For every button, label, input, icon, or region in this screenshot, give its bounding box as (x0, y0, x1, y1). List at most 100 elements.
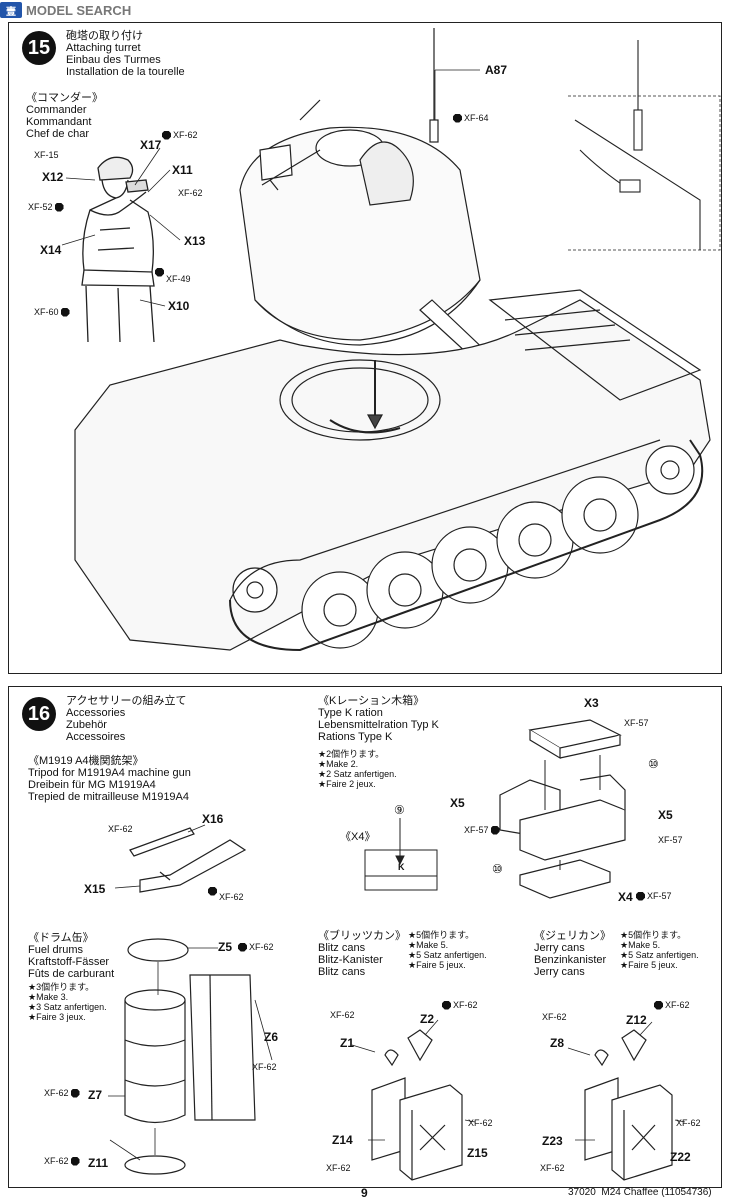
title-en: Accessories (66, 707, 126, 719)
paint-xf57-x5-right: XF-57 (658, 835, 683, 845)
site-watermark: 壹 MODEL SEARCH (0, 0, 131, 20)
x4-k-mark: K (398, 862, 405, 872)
part-x11: X11 (172, 163, 193, 177)
part-z6: Z6 (264, 1030, 279, 1044)
x4-detail-heading: 《X4》 (340, 831, 376, 843)
paint-code: XF-49 (166, 274, 191, 284)
callout-10-top: ⑩ (648, 757, 659, 771)
step-16-title: アクセサリーの組み立て Accessories Zubehör Accessoi… (66, 695, 186, 743)
tripod-de: Dreibein für MG M1919A4 (28, 779, 156, 791)
paint-code: XF-62 (108, 824, 133, 834)
paint-xf62-z15: XF-62 (468, 1118, 493, 1128)
paint-code: XF-52 (28, 202, 53, 212)
paint-dot-icon (70, 1088, 80, 1098)
part-x5-right: X5 (658, 808, 673, 822)
note-fr: ★Faire 5 jeux. (620, 960, 678, 970)
jerry-fr: Jerry cans (534, 966, 585, 978)
note-en: ★Make 5. (408, 940, 449, 950)
tripod-en: Tripod for M1919A4 machine gun (28, 767, 191, 779)
paint-code: XF-62 (219, 892, 244, 902)
drums-ja: 《ドラム缶》 (28, 932, 94, 944)
title-ja: 砲塔の取り付け (66, 30, 143, 42)
part-z12: Z12 (626, 1013, 647, 1027)
paint-xf57-x5-left: XF-57 (464, 825, 500, 835)
step-16-number: 16 (22, 697, 56, 731)
part-z7: Z7 (88, 1088, 103, 1102)
paint-xf62-blitz-left: XF-62 (330, 1010, 355, 1020)
paint-code: XF-57 (647, 891, 672, 901)
paint-xf60: XF-60 (34, 307, 70, 317)
drums-en: Fuel drums (28, 944, 84, 956)
part-z5: Z5 (218, 940, 233, 954)
tripod-fr: Trepied de mitrailleuse M1919A4 (28, 791, 190, 803)
jerry-en: Jerry cans (534, 942, 585, 954)
part-z2: Z2 (420, 1012, 435, 1026)
part-z22: Z22 (670, 1150, 691, 1164)
paint-xf62-z7: XF-62 (44, 1088, 80, 1098)
paint-dot-icon (453, 113, 462, 123)
paint-dot-icon (490, 825, 500, 835)
footer-product-code: 37020 M24 Chaffee (11054736) (568, 1187, 712, 1198)
blitz-make-note: ★5個作ります。 ★Make 5. ★5 Satz anfertigen. ★F… (408, 930, 487, 970)
paint-xf57-x4: XF-57 (636, 891, 672, 901)
commander-leader-lines (61, 69, 480, 307)
blitz-ja: 《ブリッツカン》 (318, 930, 406, 942)
part-z15: Z15 (467, 1146, 488, 1160)
paint-xf15: XF-15 (34, 150, 59, 160)
part-x4: X4 (618, 890, 633, 904)
paint-xf57-x3: XF-57 (624, 718, 649, 728)
site-watermark-text: MODEL SEARCH (26, 2, 132, 18)
paint-xf62-z12: XF-62 (654, 1000, 690, 1010)
kration-heading: 《Kレーション木箱》 Type K ration Lebensmittelrat… (318, 695, 439, 743)
paint-code: XF-62 (665, 1000, 690, 1010)
commander-ja: 《コマンダー》 (26, 92, 103, 104)
note-ja: ★5個作ります。 (408, 930, 475, 940)
drums-make-note: ★3個作ります。 ★Make 3. ★3 Satz anfertigen. ★F… (28, 982, 107, 1022)
paint-dot-icon (60, 307, 70, 317)
title-de: Einbau des Turmes (66, 54, 161, 66)
paint-code: XF-62 (173, 130, 198, 140)
kration-make-note: ★2個作ります。 ★Make 2. ★2 Satz anfertigen. ★F… (318, 749, 397, 789)
part-x16: X16 (202, 812, 224, 826)
paint-code: XF-62 (540, 1163, 565, 1173)
jerry-heading: 《ジェリカン》 Jerry cans Benzinkanister Jerry … (534, 930, 611, 978)
part-x5-left: X5 (450, 796, 465, 810)
note-ja: ★2個作ります。 (318, 749, 385, 759)
part-z1: Z1 (340, 1036, 355, 1050)
paint-xf62-tripod-top: XF-62 (108, 824, 133, 834)
jerry-ja: 《ジェリカン》 (534, 930, 611, 942)
paint-xf62-z11: XF-62 (44, 1156, 80, 1166)
paint-dot-icon (54, 202, 64, 212)
part-x14: X14 (40, 243, 62, 257)
tripod-heading: 《M1919 A4機関銃架》 Tripod for M1919A4 machin… (28, 755, 191, 803)
title-de: Zubehör (66, 719, 107, 731)
paint-xf62-tripod-bottom: XF-62 (208, 880, 244, 902)
note-fr: ★Faire 3 jeux. (28, 1012, 86, 1022)
step-15-title: 砲塔の取り付け Attaching turret Einbau des Turm… (66, 30, 185, 78)
paint-code: XF-60 (34, 307, 59, 317)
m24-tank-drawing (74, 28, 721, 652)
part-x10: X10 (168, 299, 190, 313)
commander-en: Commander (26, 104, 87, 116)
note-fr: ★Faire 2 jeux. (318, 779, 376, 789)
paint-code: XF-62 (676, 1118, 701, 1128)
paint-dot-icon (654, 1000, 663, 1010)
part-z23: Z23 (542, 1134, 563, 1148)
part-x3: X3 (584, 696, 599, 710)
part-x17: X17 (140, 138, 162, 152)
drums-de: Kraftstoff-Fässer (28, 956, 110, 968)
note-ja: ★5個作ります。 (620, 930, 687, 940)
drums-fr: Fûts de carburant (28, 968, 115, 980)
paint-code: XF-62 (453, 1000, 478, 1010)
note-de: ★3 Satz anfertigen. (28, 1002, 107, 1012)
paint-xf62-z2: XF-62 (442, 1000, 478, 1010)
note-en: ★Make 3. (28, 992, 69, 1002)
paint-dot-icon (238, 942, 247, 952)
paint-xf62-z5: XF-62 (238, 942, 274, 952)
paint-xf62-x17: XF-62 (162, 130, 198, 140)
paint-xf64: XF-64 (453, 113, 489, 123)
part-z11: Z11 (88, 1156, 109, 1170)
